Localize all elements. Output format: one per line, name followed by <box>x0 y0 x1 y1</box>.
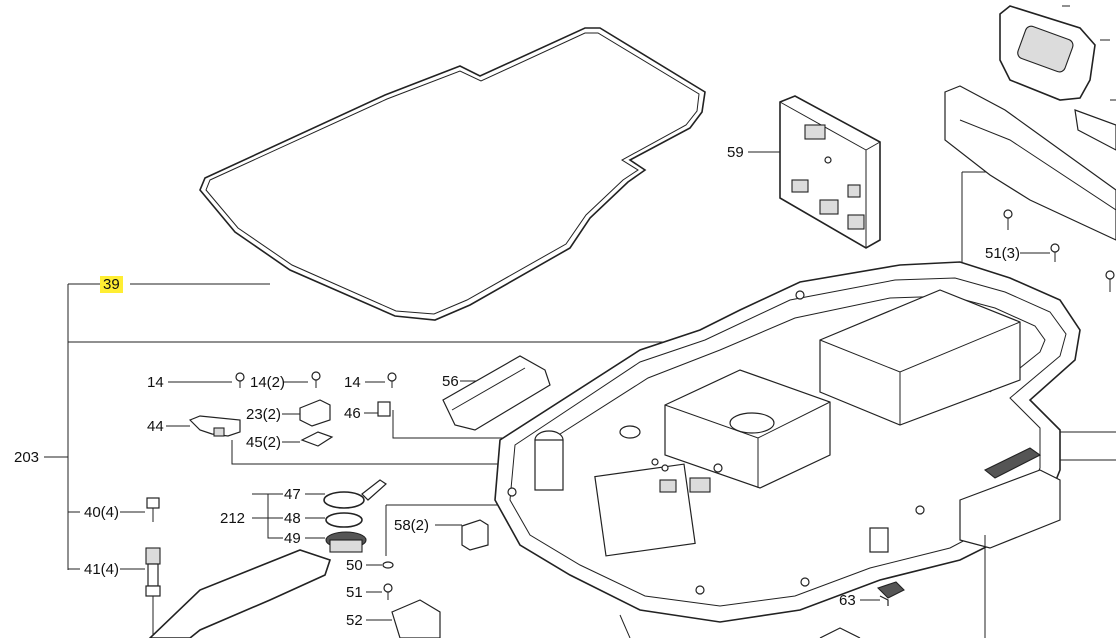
callout-45: 45(2) <box>246 434 282 451</box>
callout-56: 56 <box>442 373 459 390</box>
small-parts[interactable] <box>145 209 1115 639</box>
callout-46: 46 <box>344 405 361 422</box>
callout-58: 58(2) <box>394 517 430 534</box>
callout-49: 49 <box>284 530 301 547</box>
callout-41: 41(4) <box>84 561 120 578</box>
callout-63: 63 <box>839 592 856 609</box>
callout-48: 48 <box>284 510 301 527</box>
callout-51-a: 51 <box>346 584 363 601</box>
callout-51-b: 51(3) <box>985 245 1021 262</box>
callout-14-b: 14(2) <box>250 374 286 391</box>
callout-59: 59 <box>727 144 744 161</box>
callout-212: 212 <box>220 510 246 527</box>
callout-52: 52 <box>346 612 363 629</box>
callout-14-c: 14 <box>344 374 361 391</box>
pcb-59[interactable] <box>779 95 881 249</box>
callout-23: 23(2) <box>246 406 282 423</box>
callout-39: 39 <box>100 276 123 293</box>
gasket-39[interactable] <box>199 27 706 321</box>
callout-39-text: 39 <box>100 276 123 293</box>
callout-47: 47 <box>284 486 301 503</box>
main-housing[interactable] <box>494 261 1081 639</box>
top-right-parts[interactable] <box>944 5 1116 241</box>
callout-40: 40(4) <box>84 504 120 521</box>
callout-14-a: 14 <box>147 374 164 391</box>
callout-44: 44 <box>147 418 164 435</box>
callout-50: 50 <box>346 557 363 574</box>
callout-203: 203 <box>14 449 40 466</box>
